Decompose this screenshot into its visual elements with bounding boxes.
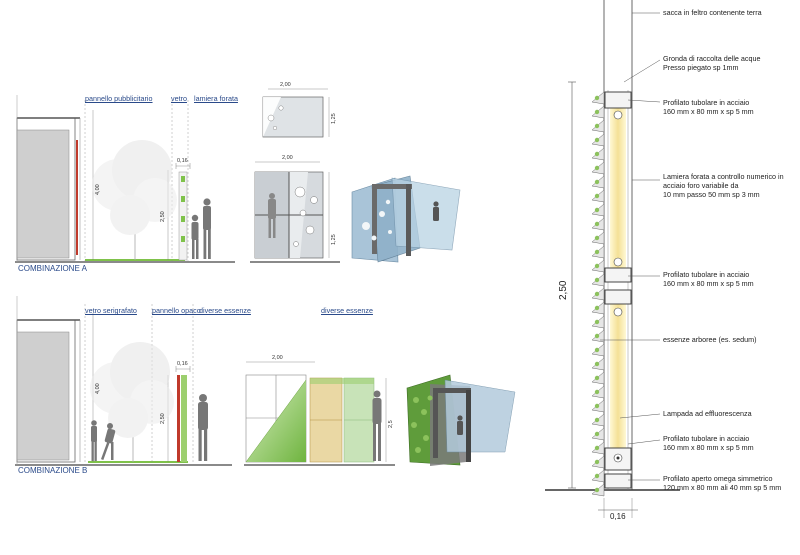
sedum-plant [594, 95, 600, 101]
caption-combination-b: COMBINAZIONE B [18, 466, 88, 475]
annotation-tree-species: essenze arboree (es. sedum) [663, 335, 756, 344]
dim-a-height-top-element: 1,25 [331, 113, 337, 124]
dim-a-width-top: 2,00 [280, 82, 291, 88]
annotation-line: 160 mm x 80 mm x sp 5 mm [663, 107, 754, 116]
wall-section [545, 0, 680, 518]
label-glass: vetro [171, 94, 187, 103]
sedum-plant [594, 403, 600, 409]
sedum-plant [594, 347, 600, 353]
dim-b-width: 2,00 [272, 355, 283, 361]
sedum-plant [594, 249, 600, 255]
sedum-plant [594, 361, 600, 367]
dimension-ticks [175, 163, 191, 372]
dim-b-height-panel: 2,50 [160, 413, 166, 424]
annotation-line: 160 mm x 80 mm x sp 5 mm [663, 443, 754, 452]
annotation-line: Lampada ad effluorescenza [663, 409, 752, 418]
sedum-plant [594, 151, 600, 157]
sedum-plant [594, 333, 600, 339]
caption-combination-a: COMBINAZIONE A [18, 264, 87, 273]
sedum-plant [594, 473, 600, 479]
sedum-plant [594, 221, 600, 227]
dim-a-height-low-element: 1,25 [331, 234, 337, 245]
sedum-plant [594, 459, 600, 465]
dim-section-height: 2,50 [558, 280, 569, 300]
annotation-felt-bag: sacca in feltro contenente terra [663, 8, 762, 17]
sedum-plant [594, 235, 600, 241]
label-opaque-panel: pannello opaco [152, 306, 201, 315]
sedum-plant [594, 375, 600, 381]
sedum-plant [594, 431, 600, 437]
combination-a-elevation [15, 95, 235, 263]
dim-section-thickness: 0,16 [610, 512, 626, 521]
sedum-plant [594, 445, 600, 451]
annotation-line: 10 mm passo 50 mm sp 3 mm [663, 190, 760, 199]
sedum-plant [594, 277, 600, 283]
sedum-plant [594, 389, 600, 395]
sedum-plant [594, 123, 600, 129]
annotation-line: essenze arboree (es. sedum) [663, 335, 757, 344]
annotation-lamp: Lampada ad effluorescenza [663, 409, 752, 418]
sedum-plant [594, 417, 600, 423]
sedum-plant [594, 165, 600, 171]
combination-a-axonometric [351, 175, 461, 263]
sedum-plant [594, 305, 600, 311]
annotation-line: Profilato tubolare in acciaio [663, 98, 750, 107]
annotation-line: Presso piegato sp 1mm [663, 63, 739, 72]
annotation-line: Profilato tubolare in acciaio [663, 270, 750, 279]
label-billboard: pannello pubblicitario [85, 94, 153, 103]
sedum-plant [594, 179, 600, 185]
label-species: diverse essenze [199, 306, 251, 315]
dim-a-width-mid: 2,00 [282, 155, 293, 161]
dim-a-thickness: 0,16 [177, 158, 188, 164]
combination-b-elevation [15, 296, 232, 466]
combination-b-axonometric [406, 374, 516, 466]
annotation-line: Gronda di raccolta delle acque [663, 54, 761, 63]
dim-b-height-element: 2,5 [388, 420, 394, 428]
dim-a-height-panel: 2,50 [160, 211, 166, 222]
dim-a-height-total: 4,00 [95, 184, 101, 195]
annotation-line: 160 mm x 80 mm x sp 5 mm [663, 279, 754, 288]
annotation-line: Profilato aperto omega simmetrico [663, 474, 773, 483]
annotation-line: Lamiera forata a controllo numerico in [663, 172, 784, 181]
dim-b-thickness: 0,16 [177, 361, 188, 367]
label-species-2: diverse essenze [321, 306, 373, 315]
annotation-line: Profilato tubolare in acciaio [663, 434, 750, 443]
annotation-line: acciaio foro variabile da [663, 181, 739, 190]
combination-b-panel [244, 361, 395, 466]
sedum-plant [594, 291, 600, 297]
annotation-line: 120 mm x 80 mm ali 40 mm sp 5 mm [663, 483, 782, 492]
sedum-plant [594, 263, 600, 269]
dim-b-height-total: 4,00 [95, 383, 101, 394]
sedum-plant [594, 109, 600, 115]
sedum-plant [594, 207, 600, 213]
sedum-plant [594, 487, 600, 493]
sedum-plant [594, 319, 600, 325]
label-perforated-sheet: lamiera forata [194, 94, 238, 103]
label-silkscreen-glass: vetro serigrafato [85, 306, 137, 315]
annotation-line: sacca in feltro contenente terra [663, 8, 762, 17]
combination-a-panels [250, 88, 340, 263]
sedum-plant [594, 193, 600, 199]
sedum-plant [594, 137, 600, 143]
